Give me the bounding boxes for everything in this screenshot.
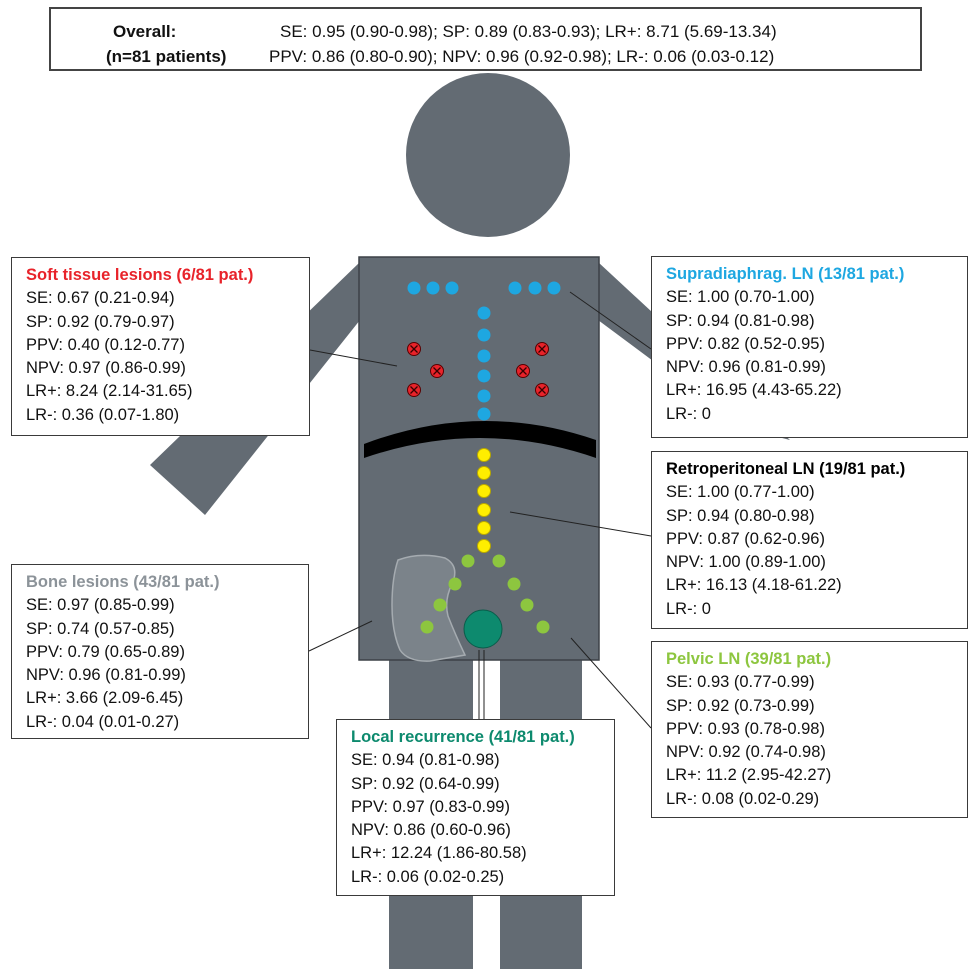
- bone-ppv: PPV: 0.79 (0.65-0.89): [26, 641, 308, 664]
- supra-ppv: PPV: 0.82 (0.52-0.95): [666, 333, 967, 356]
- overall-label: Overall:: [113, 22, 176, 42]
- local-se: SE: 0.94 (0.81-0.98): [351, 749, 614, 772]
- supradiaphragmatic-dot: [478, 390, 491, 403]
- overall-metrics-line1: SE: 0.95 (0.90-0.98); SP: 0.89 (0.83-0.9…: [280, 22, 777, 42]
- local-recurrence-box: Local recurrence (41/81 pat.) SE: 0.94 (…: [336, 719, 615, 896]
- pelvic-dot: [421, 621, 434, 634]
- supradiaphragmatic-dot: [427, 282, 440, 295]
- retroperitoneal-dot: [478, 540, 491, 553]
- pelvic-title: Pelvic LN (39/81 pat.): [666, 648, 967, 671]
- local-sp: SP: 0.92 (0.64-0.99): [351, 773, 614, 796]
- pelvic-dot: [434, 599, 447, 612]
- overall-metrics-line2: PPV: 0.86 (0.80-0.90); NPV: 0.96 (0.92-0…: [269, 47, 774, 67]
- local-lr-minus: LR-: 0.06 (0.02-0.25): [351, 866, 614, 889]
- supra-lr-plus: LR+: 16.95 (4.43-65.22): [666, 379, 967, 402]
- pelvic-lr-minus: LR-: 0.08 (0.02-0.29): [666, 788, 967, 811]
- local-title: Local recurrence (41/81 pat.): [351, 726, 614, 749]
- supra-se: SE: 1.00 (0.70-1.00): [666, 286, 967, 309]
- supradiaphragmatic-dot: [509, 282, 522, 295]
- supradiaphragmatic-ln-box: Supradiaphrag. LN (13/81 pat.) SE: 1.00 …: [651, 256, 968, 438]
- local-lr-plus: LR+: 12.24 (1.86-80.58): [351, 842, 614, 865]
- supradiaphragmatic-dot: [548, 282, 561, 295]
- pelvic-dot: [493, 555, 506, 568]
- supra-lr-minus: LR-: 0: [666, 403, 967, 426]
- soft-npv: NPV: 0.97 (0.86-0.99): [26, 357, 309, 380]
- retroperitoneal-dot: [478, 504, 491, 517]
- pelvic-sp: SP: 0.92 (0.73-0.99): [666, 695, 967, 718]
- pelvic-dot: [521, 599, 534, 612]
- bone-se: SE: 0.97 (0.85-0.99): [26, 594, 308, 617]
- retroperitoneal-dot: [478, 485, 491, 498]
- supradiaphragmatic-dot: [478, 408, 491, 421]
- pelvic-dot: [449, 578, 462, 591]
- bone-lr-plus: LR+: 3.66 (2.09-6.45): [26, 687, 308, 710]
- head: [406, 73, 570, 237]
- retro-ppv: PPV: 0.87 (0.62-0.96): [666, 528, 967, 551]
- supradiaphragmatic-dot: [478, 350, 491, 363]
- pelvic-ln-box: Pelvic LN (39/81 pat.) SE: 0.93 (0.77-0.…: [651, 641, 968, 818]
- supra-title: Supradiaphrag. LN (13/81 pat.): [666, 263, 967, 286]
- retroperitoneal-dot: [478, 522, 491, 535]
- supradiaphragmatic-dot: [446, 282, 459, 295]
- retro-sp: SP: 0.94 (0.80-0.98): [666, 505, 967, 528]
- bone-sp: SP: 0.74 (0.57-0.85): [26, 618, 308, 641]
- soft-tissue-lesions-box: Soft tissue lesions (6/81 pat.) SE: 0.67…: [11, 257, 310, 436]
- soft-lr-plus: LR+: 8.24 (2.14-31.65): [26, 380, 309, 403]
- supradiaphragmatic-dot: [478, 370, 491, 383]
- local-ppv: PPV: 0.97 (0.83-0.99): [351, 796, 614, 819]
- bone-lr-minus: LR-: 0.04 (0.01-0.27): [26, 711, 308, 734]
- retro-title: Retroperitoneal LN (19/81 pat.): [666, 458, 967, 481]
- bone-npv: NPV: 0.96 (0.81-0.99): [26, 664, 308, 687]
- bone-title: Bone lesions (43/81 pat.): [26, 571, 308, 594]
- pelvic-se: SE: 0.93 (0.77-0.99): [666, 671, 967, 694]
- retro-npv: NPV: 1.00 (0.89-1.00): [666, 551, 967, 574]
- retro-se: SE: 1.00 (0.77-1.00): [666, 481, 967, 504]
- pelvic-dot: [462, 555, 475, 568]
- retro-lr-plus: LR+: 16.13 (4.18-61.22): [666, 574, 967, 597]
- retroperitoneal-dot: [478, 467, 491, 480]
- pelvic-dot: [537, 621, 550, 634]
- pelvic-dot: [508, 578, 521, 591]
- supradiaphragmatic-dot: [529, 282, 542, 295]
- pelvic-npv: NPV: 0.92 (0.74-0.98): [666, 741, 967, 764]
- local-npv: NPV: 0.86 (0.60-0.96): [351, 819, 614, 842]
- bone-lesions-box: Bone lesions (43/81 pat.) SE: 0.97 (0.85…: [11, 564, 309, 739]
- retroperitoneal-ln-box: Retroperitoneal LN (19/81 pat.) SE: 1.00…: [651, 451, 968, 629]
- retroperitoneal-dot: [478, 449, 491, 462]
- local-recurrence-marker: [464, 610, 502, 648]
- supradiaphragmatic-dot: [478, 329, 491, 342]
- supra-sp: SP: 0.94 (0.81-0.98): [666, 310, 967, 333]
- retro-lr-minus: LR-: 0: [666, 598, 967, 621]
- soft-sp: SP: 0.92 (0.79-0.97): [26, 311, 309, 334]
- soft-se: SE: 0.67 (0.21-0.94): [26, 287, 309, 310]
- pelvic-lr-plus: LR+: 11.2 (2.95-42.27): [666, 764, 967, 787]
- supradiaphragmatic-dot: [408, 282, 421, 295]
- overall-patient-count: (n=81 patients): [106, 47, 226, 67]
- overall-summary-box: Overall: (n=81 patients) SE: 0.95 (0.90-…: [49, 7, 922, 71]
- soft-lr-minus: LR-: 0.36 (0.07-1.80): [26, 404, 309, 427]
- leader-pelvic: [571, 638, 651, 728]
- soft-tissue-title: Soft tissue lesions (6/81 pat.): [26, 264, 309, 287]
- supra-npv: NPV: 0.96 (0.81-0.99): [666, 356, 967, 379]
- supradiaphragmatic-dot: [478, 307, 491, 320]
- pelvic-ppv: PPV: 0.93 (0.78-0.98): [666, 718, 967, 741]
- soft-ppv: PPV: 0.40 (0.12-0.77): [26, 334, 309, 357]
